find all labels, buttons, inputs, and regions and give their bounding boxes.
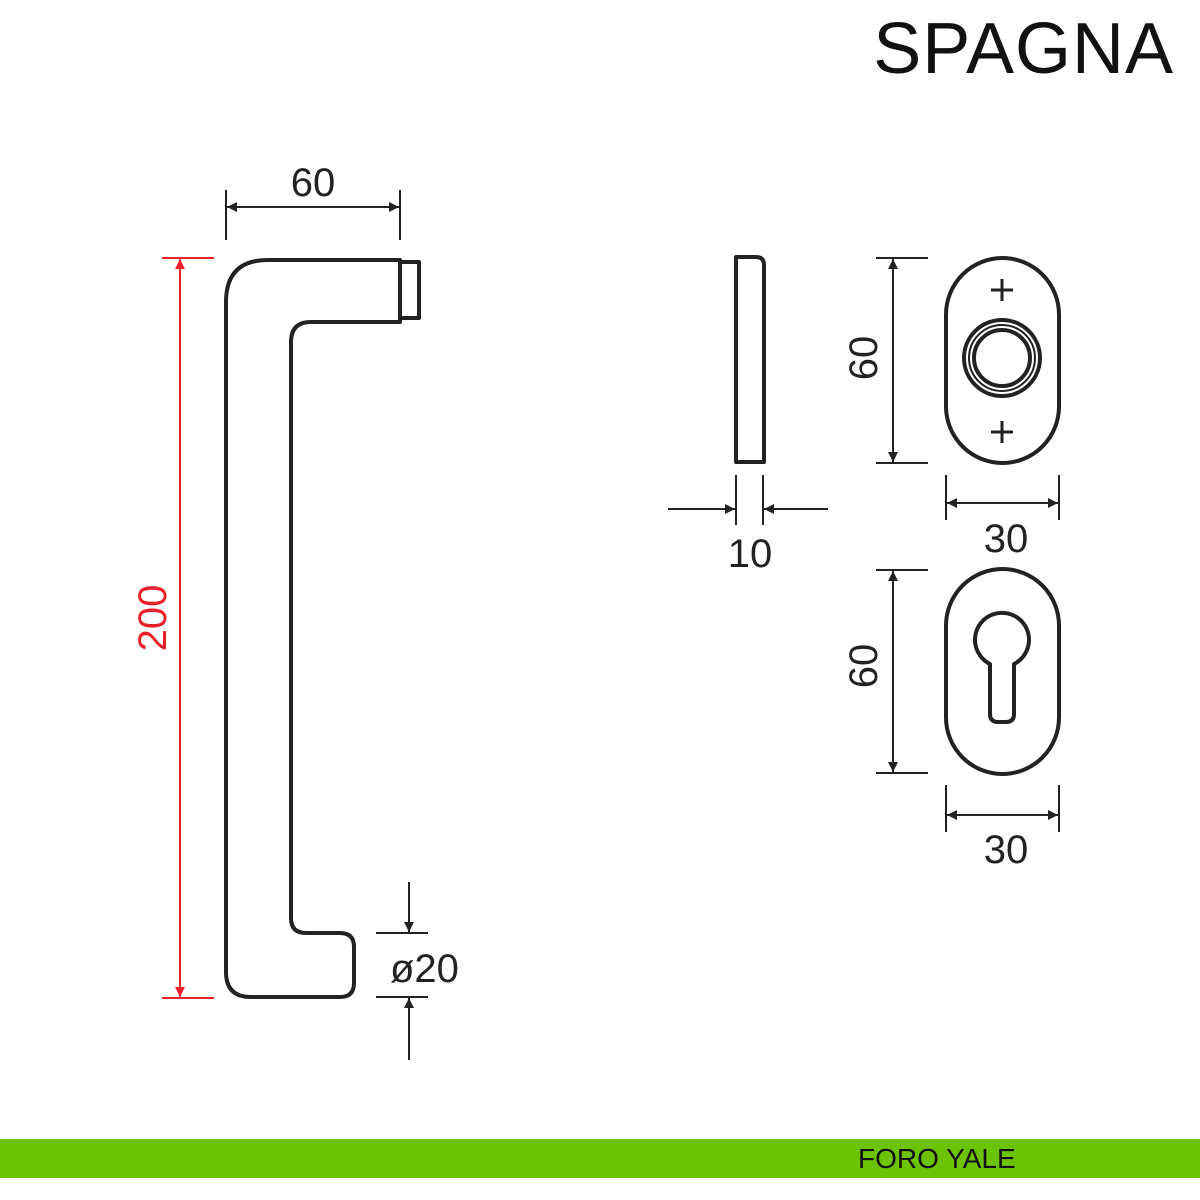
- handle-diameter-dimension: ø20: [376, 882, 459, 1060]
- handle-height-dimension: 200: [131, 257, 214, 999]
- handle-height-label: 200: [131, 585, 175, 652]
- handle-width-label: 60: [291, 161, 336, 205]
- keyhole-escutcheon: 60 30: [842, 567, 1061, 872]
- product-title: SPAGNA: [873, 9, 1174, 89]
- handle-diameter-label: ø20: [390, 947, 459, 991]
- handle-width-dimension: 60: [225, 161, 401, 240]
- rosette-width-label: 30: [984, 517, 1029, 561]
- plate-thickness-label: 10: [728, 532, 773, 576]
- screw-icon: [991, 279, 1013, 443]
- footer-label: FORO YALE: [858, 1143, 1016, 1174]
- handle-outline: [224, 258, 421, 999]
- footer-bar: FORO YALE: [0, 1139, 1200, 1178]
- keyhole-height-label: 60: [842, 644, 886, 689]
- plate-side-view: 10: [668, 255, 828, 576]
- handle-rosette: 60 30: [842, 256, 1061, 561]
- keyhole-width-label: 30: [984, 828, 1029, 872]
- rosette-height-label: 60: [842, 336, 886, 381]
- keyhole-icon: [973, 610, 1031, 724]
